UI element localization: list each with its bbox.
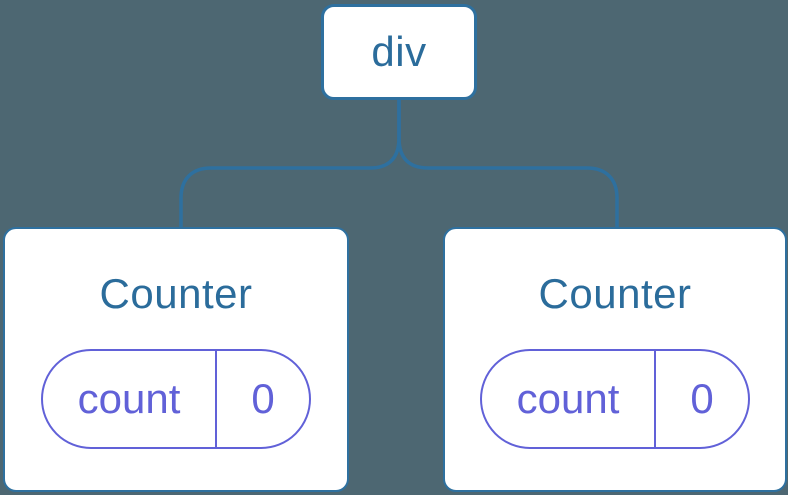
connector-left-branch bbox=[179, 100, 401, 228]
counter-node-right: Counter count 0 bbox=[443, 227, 787, 492]
state-key: count bbox=[516, 375, 620, 422]
root-node-label: div bbox=[371, 28, 427, 75]
state-value: 0 bbox=[690, 375, 714, 422]
state-pill-divider bbox=[215, 351, 217, 447]
component-name: Counter bbox=[538, 270, 692, 317]
state-value: 0 bbox=[251, 375, 275, 422]
state-pill-divider bbox=[654, 351, 656, 447]
root-node-div: div bbox=[321, 4, 477, 100]
counter-node-left: Counter count 0 bbox=[3, 227, 349, 492]
connector-right-branch bbox=[397, 100, 619, 228]
state-pill: count 0 bbox=[41, 349, 311, 449]
state-pill: count 0 bbox=[480, 349, 750, 449]
state-key: count bbox=[77, 375, 181, 422]
component-name: Counter bbox=[99, 270, 253, 317]
